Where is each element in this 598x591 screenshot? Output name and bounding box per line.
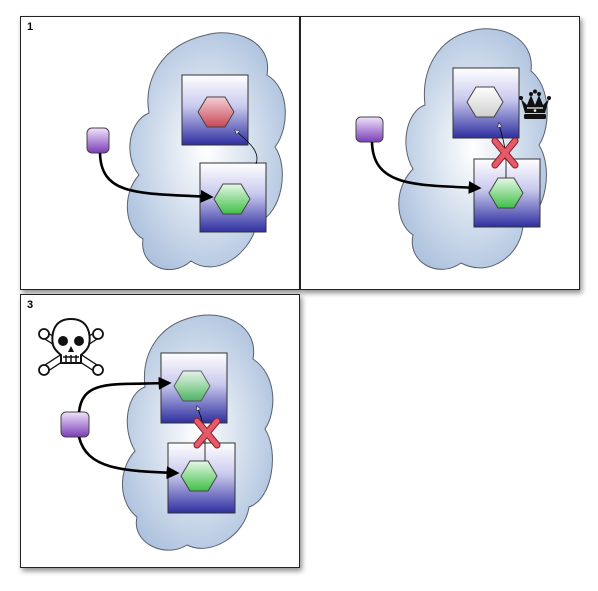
client-node: [60, 411, 90, 438]
client-node: [86, 127, 110, 154]
client-connection-arrow: [370, 141, 482, 194]
panel-1-scene: [86, 32, 286, 270]
cloud: [126, 32, 286, 270]
panel-3-scene: [38, 314, 274, 551]
client-connection-arrow-bottom: [77, 436, 180, 480]
skull-crossbones-icon: [38, 317, 104, 376]
crown-icon: [519, 89, 551, 119]
panel-3: 3: [20, 294, 300, 568]
node-red: [197, 96, 235, 128]
node-green: [180, 460, 218, 492]
broken-link-cross-icon: [491, 137, 519, 169]
client-connection-arrow: [98, 152, 214, 203]
panel-2-scene: [355, 28, 551, 270]
panel-number: 3: [27, 299, 34, 311]
node-green: [213, 183, 251, 215]
client-connection-arrow-top: [77, 376, 172, 413]
cloud: [122, 314, 274, 551]
client-node: [355, 116, 384, 143]
panel-1: 1: [20, 16, 300, 290]
node-green: [488, 177, 524, 209]
panel-number: 1: [27, 21, 34, 33]
node-grey-green: [173, 370, 211, 402]
node-grey: [466, 86, 504, 118]
panel-2: [300, 16, 580, 290]
broken-link-cross-icon: [193, 417, 221, 449]
cloud: [398, 28, 548, 270]
replication-link: [235, 130, 258, 165]
